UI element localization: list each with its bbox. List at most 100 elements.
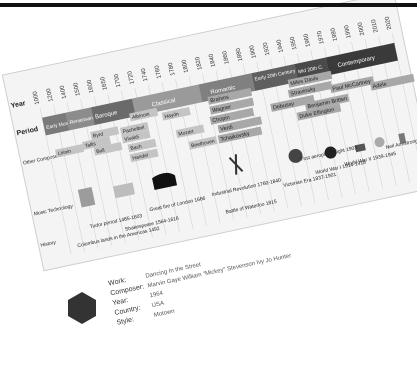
year-tick-label: 1920 xyxy=(263,41,272,56)
year-tick-label: 1840 xyxy=(208,53,217,68)
year-tick-label: 1880 xyxy=(235,47,244,62)
year-tick-label: 1000 xyxy=(32,90,41,105)
composer-bar xyxy=(129,107,159,122)
year-tick-label: 1720 xyxy=(127,70,136,85)
mp3-player-icon xyxy=(398,132,407,144)
composer-name: Adele xyxy=(372,81,387,90)
composer-bar xyxy=(207,87,253,105)
grid-line xyxy=(39,107,72,255)
year-tick-label: 2010 xyxy=(371,18,380,33)
keyboard-icon xyxy=(112,182,135,199)
period-romantic xyxy=(198,73,256,103)
composer-bar xyxy=(296,103,342,121)
composer-name: Pachelbel xyxy=(122,125,145,135)
period-classical xyxy=(132,84,203,117)
composer-name: Tallis xyxy=(84,141,97,149)
composer-bar xyxy=(161,106,191,121)
period-early-music xyxy=(42,112,70,136)
style-value: Motown xyxy=(153,309,175,319)
country-label: Country: xyxy=(114,305,141,317)
composer-bars: BrahmsWagnerChopinVerdiTchaikovskyMiles … xyxy=(207,70,415,144)
saxophone-icon xyxy=(228,154,244,175)
compact-disc-icon xyxy=(374,137,385,148)
period-baroque-label: Baroque xyxy=(95,110,119,121)
year-tick-label: 2000 xyxy=(357,21,366,36)
year-tick-label: 1960 xyxy=(303,32,312,47)
period-contemporary xyxy=(325,42,398,76)
composer-bar xyxy=(93,141,123,156)
vinyl-record-icon xyxy=(324,146,337,159)
composer-bar xyxy=(329,76,375,94)
year-tick-label: 1760 xyxy=(154,64,163,79)
period-classical-label: Classical xyxy=(151,98,176,109)
composer-name: Verdi xyxy=(220,124,234,132)
composer-name: Byrd xyxy=(92,131,104,139)
composer-name: Mozart xyxy=(178,129,195,138)
composer-name: Brahms xyxy=(210,95,230,105)
composer-name: Stravinsky xyxy=(290,86,316,97)
composer-name: Wagner xyxy=(212,104,232,114)
period-renaissance xyxy=(65,107,95,131)
period-renaissance-label: Renaissance xyxy=(69,114,99,126)
composer-bar xyxy=(217,126,263,144)
composer-bar xyxy=(209,107,255,125)
composer-bar xyxy=(287,70,333,88)
composer-bar xyxy=(127,138,157,153)
info-block: Work: Dancing In the Street Composer: Ma… xyxy=(108,253,292,327)
composer-bar xyxy=(55,143,85,158)
composer-bar xyxy=(129,148,159,163)
hexagon-marker-icon xyxy=(68,292,96,324)
year-tick-label: 1990 xyxy=(344,24,353,39)
composer-bar xyxy=(270,94,315,112)
composer-name: Lirinin xyxy=(57,149,72,158)
year-tick-label: 1860 xyxy=(222,50,231,65)
early-composers: LirininTallisByrdBullAlbinoniPachelbelVi… xyxy=(55,106,218,163)
year-tick-label: 1780 xyxy=(168,61,177,76)
composer-name: Bull xyxy=(96,148,105,156)
composer-name: Miles Davis xyxy=(290,76,319,88)
composer-name: Albinoni xyxy=(131,111,150,121)
year-tick-label: 1980 xyxy=(330,27,339,42)
composer-bar xyxy=(188,136,218,150)
composer-name: Debussy xyxy=(273,101,295,111)
composer-bar xyxy=(217,116,263,134)
year-tick-label: 1700 xyxy=(114,73,123,88)
composer-name: Chopin xyxy=(212,115,230,124)
composer-bar xyxy=(304,93,350,111)
year-tick-label: 1950 xyxy=(290,35,299,50)
phonograph-icon xyxy=(288,148,303,163)
year-value: 1964 xyxy=(149,290,164,299)
composer-name: Handel xyxy=(132,153,149,162)
year-tick-label: 1740 xyxy=(141,67,150,82)
year-tick-label: 1500 xyxy=(73,81,82,96)
composer-name: Bach xyxy=(130,144,143,152)
period-baroque xyxy=(90,98,136,125)
period-romantic-label: Romantic xyxy=(210,85,236,96)
year-tick-label: 1400 xyxy=(59,84,68,99)
composer-bar xyxy=(119,122,149,136)
composer-bar xyxy=(81,136,112,150)
period-early-music-label: Early Music xyxy=(46,120,73,131)
composer-bar xyxy=(209,97,255,115)
country-value: USA xyxy=(151,301,164,309)
style-label: Style: xyxy=(116,316,135,326)
period-early-20th xyxy=(251,64,299,91)
year-tick-label: 1900 xyxy=(249,44,258,59)
cassette-icon xyxy=(354,143,366,153)
top-rule xyxy=(0,3,417,7)
year-tick-label: 1650 xyxy=(100,76,109,91)
composer-bar xyxy=(90,126,120,140)
poster-background xyxy=(1,0,417,272)
row-label-history: History xyxy=(40,240,57,249)
piano-icon xyxy=(152,172,178,190)
composer-name: Beethoven xyxy=(191,138,216,149)
composer-bar xyxy=(369,73,415,91)
composer-bar xyxy=(287,80,333,98)
year-tick-label: 1800 xyxy=(181,58,190,73)
printed-music-icon xyxy=(77,187,96,208)
composer-bar xyxy=(175,124,205,139)
year-tick-label: 1820 xyxy=(195,55,204,70)
